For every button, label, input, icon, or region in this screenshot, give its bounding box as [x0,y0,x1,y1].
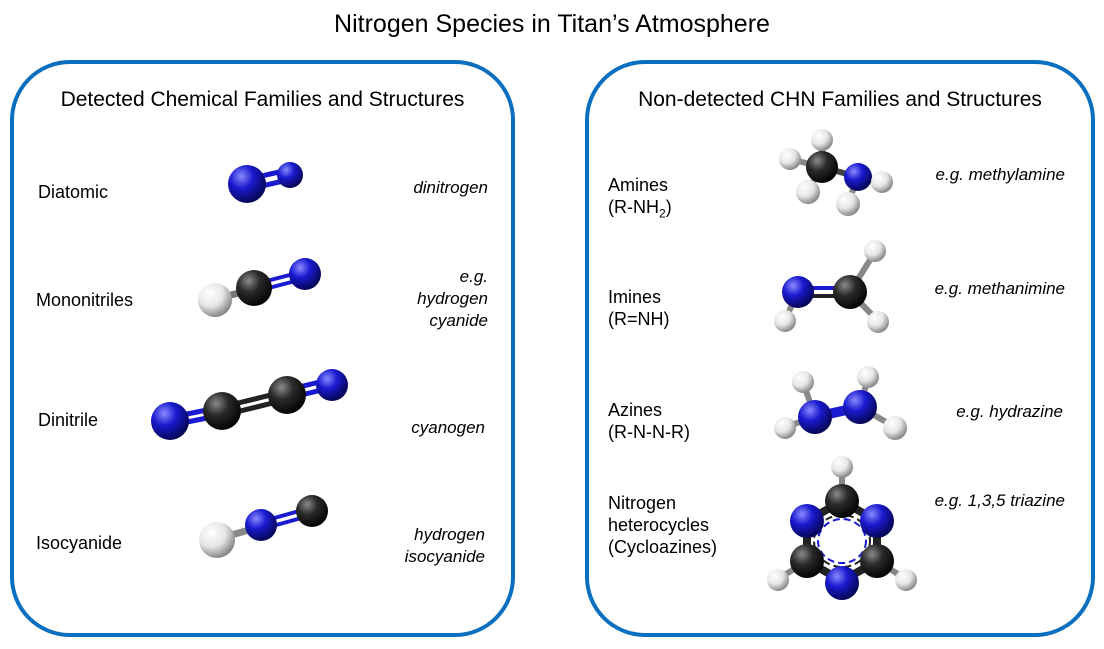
family-label-imines: Imines (R=NH) [608,286,670,330]
imines-name: Imines [608,287,662,307]
amines-name: Amines [608,175,669,195]
amines-formula-prefix: (R-NH [608,197,659,217]
hydrogen-cyanide-molecule [198,258,321,317]
example-triazine: e.g. 1,3,5 triazine [934,491,1065,510]
azines-name: Azines [608,400,663,420]
figure-title: Nitrogen Species in Titan’s Atmosphere [334,10,770,38]
family-label-isocyanide: Isocyanide [36,533,123,553]
example-hydrogen-isocyanide: hydrogen isocyanide [404,525,485,566]
detected-families-panel: Detected Chemical Families and Structure… [10,60,515,637]
imines-formula: (R=NH) [608,309,670,329]
hydrazine-molecule [774,366,907,440]
family-label-diatomic: Diatomic [38,182,109,202]
nondetected-families-panel: Non-detected CHN Families and Structures [585,60,1095,637]
example-methanimine: e.g. methanimine [934,279,1065,298]
triazine-molecule [767,456,917,600]
family-label-amines: Amines (R-NH2) [608,174,672,225]
family-label-dinitrile: Dinitrile [38,410,99,430]
hydrogen-isocyanide-molecule [199,495,328,558]
family-label-mononitriles: Mononitriles [36,290,134,310]
example-hydrogen-cyanide: e.g. hydrogen cyanide [417,267,488,330]
azines-formula: (R-N-N-R) [608,422,690,442]
methylamine-molecule [779,129,893,216]
example-dinitrogen: dinitrogen [413,178,488,197]
detected-panel-title: Detected Chemical Families and Structure… [60,88,465,111]
family-label-azines: Azines (R-N-N-R) [608,399,690,443]
family-label-nitrogen-heterocycles: Nitrogen heterocycles (Cycloazines) [608,493,718,557]
amines-formula-suffix: ) [665,197,672,217]
example-hydrazine: e.g. hydrazine [956,402,1063,421]
methanimine-molecule [774,240,889,333]
amines-formula: (R-NH2) [608,196,672,225]
cyanogen-molecule [151,369,348,440]
amines-formula-subscript: 2 [659,206,666,221]
example-methylamine: e.g. methylamine [935,165,1065,184]
dinitrogen-molecule [228,162,303,203]
example-cyanogen: cyanogen [411,418,485,437]
nondetected-panel-title: Non-detected CHN Families and Structures [638,88,1042,111]
